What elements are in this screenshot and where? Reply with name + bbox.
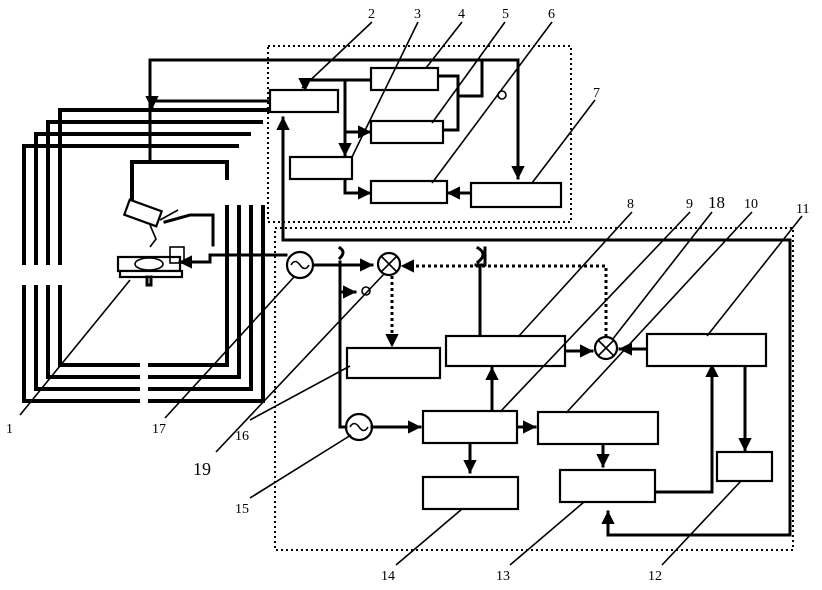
block-10 bbox=[538, 412, 658, 444]
label-17: 17 bbox=[152, 422, 166, 437]
block-9 bbox=[423, 411, 517, 443]
lower-dotted-enclosure bbox=[275, 228, 793, 550]
label-8: 8 bbox=[627, 197, 634, 212]
label-11: 11 bbox=[796, 202, 809, 217]
label-19: 19 bbox=[193, 459, 211, 479]
label-10: 10 bbox=[744, 197, 758, 212]
block-6 bbox=[371, 181, 447, 203]
upper-wiring bbox=[150, 60, 518, 240]
label-1: 1 bbox=[6, 422, 13, 437]
sine-source-17 bbox=[287, 252, 313, 278]
block-7 bbox=[471, 183, 561, 207]
label-2: 2 bbox=[368, 7, 375, 22]
label-14: 14 bbox=[381, 569, 395, 584]
block-4 bbox=[371, 68, 438, 90]
multiplier-19 bbox=[378, 253, 400, 275]
label-15: 15 bbox=[235, 502, 249, 517]
block-2 bbox=[270, 90, 338, 112]
label-12: 12 bbox=[648, 569, 662, 584]
block-13 bbox=[560, 470, 655, 502]
sample-stage bbox=[118, 247, 184, 285]
label-5: 5 bbox=[502, 7, 509, 22]
label-13: 13 bbox=[496, 569, 510, 584]
probe-head bbox=[124, 200, 178, 247]
label-4: 4 bbox=[458, 7, 465, 22]
label-9: 9 bbox=[686, 197, 693, 212]
label-7: 7 bbox=[593, 86, 600, 101]
block-12 bbox=[717, 452, 772, 481]
label-18: 18 bbox=[708, 193, 725, 212]
multiplier-18 bbox=[595, 337, 617, 359]
block-3 bbox=[290, 157, 352, 179]
leader-lines bbox=[20, 22, 802, 565]
block-5 bbox=[371, 121, 443, 143]
block-11 bbox=[647, 334, 766, 366]
block-14 bbox=[423, 477, 518, 509]
number-labels: 1 2 3 4 5 6 7 8 9 18 10 11 12 13 14 15 1… bbox=[6, 7, 809, 584]
label-3: 3 bbox=[414, 7, 421, 22]
label-6: 6 bbox=[548, 7, 555, 22]
label-16: 16 bbox=[235, 429, 249, 444]
block-16 bbox=[347, 348, 440, 378]
